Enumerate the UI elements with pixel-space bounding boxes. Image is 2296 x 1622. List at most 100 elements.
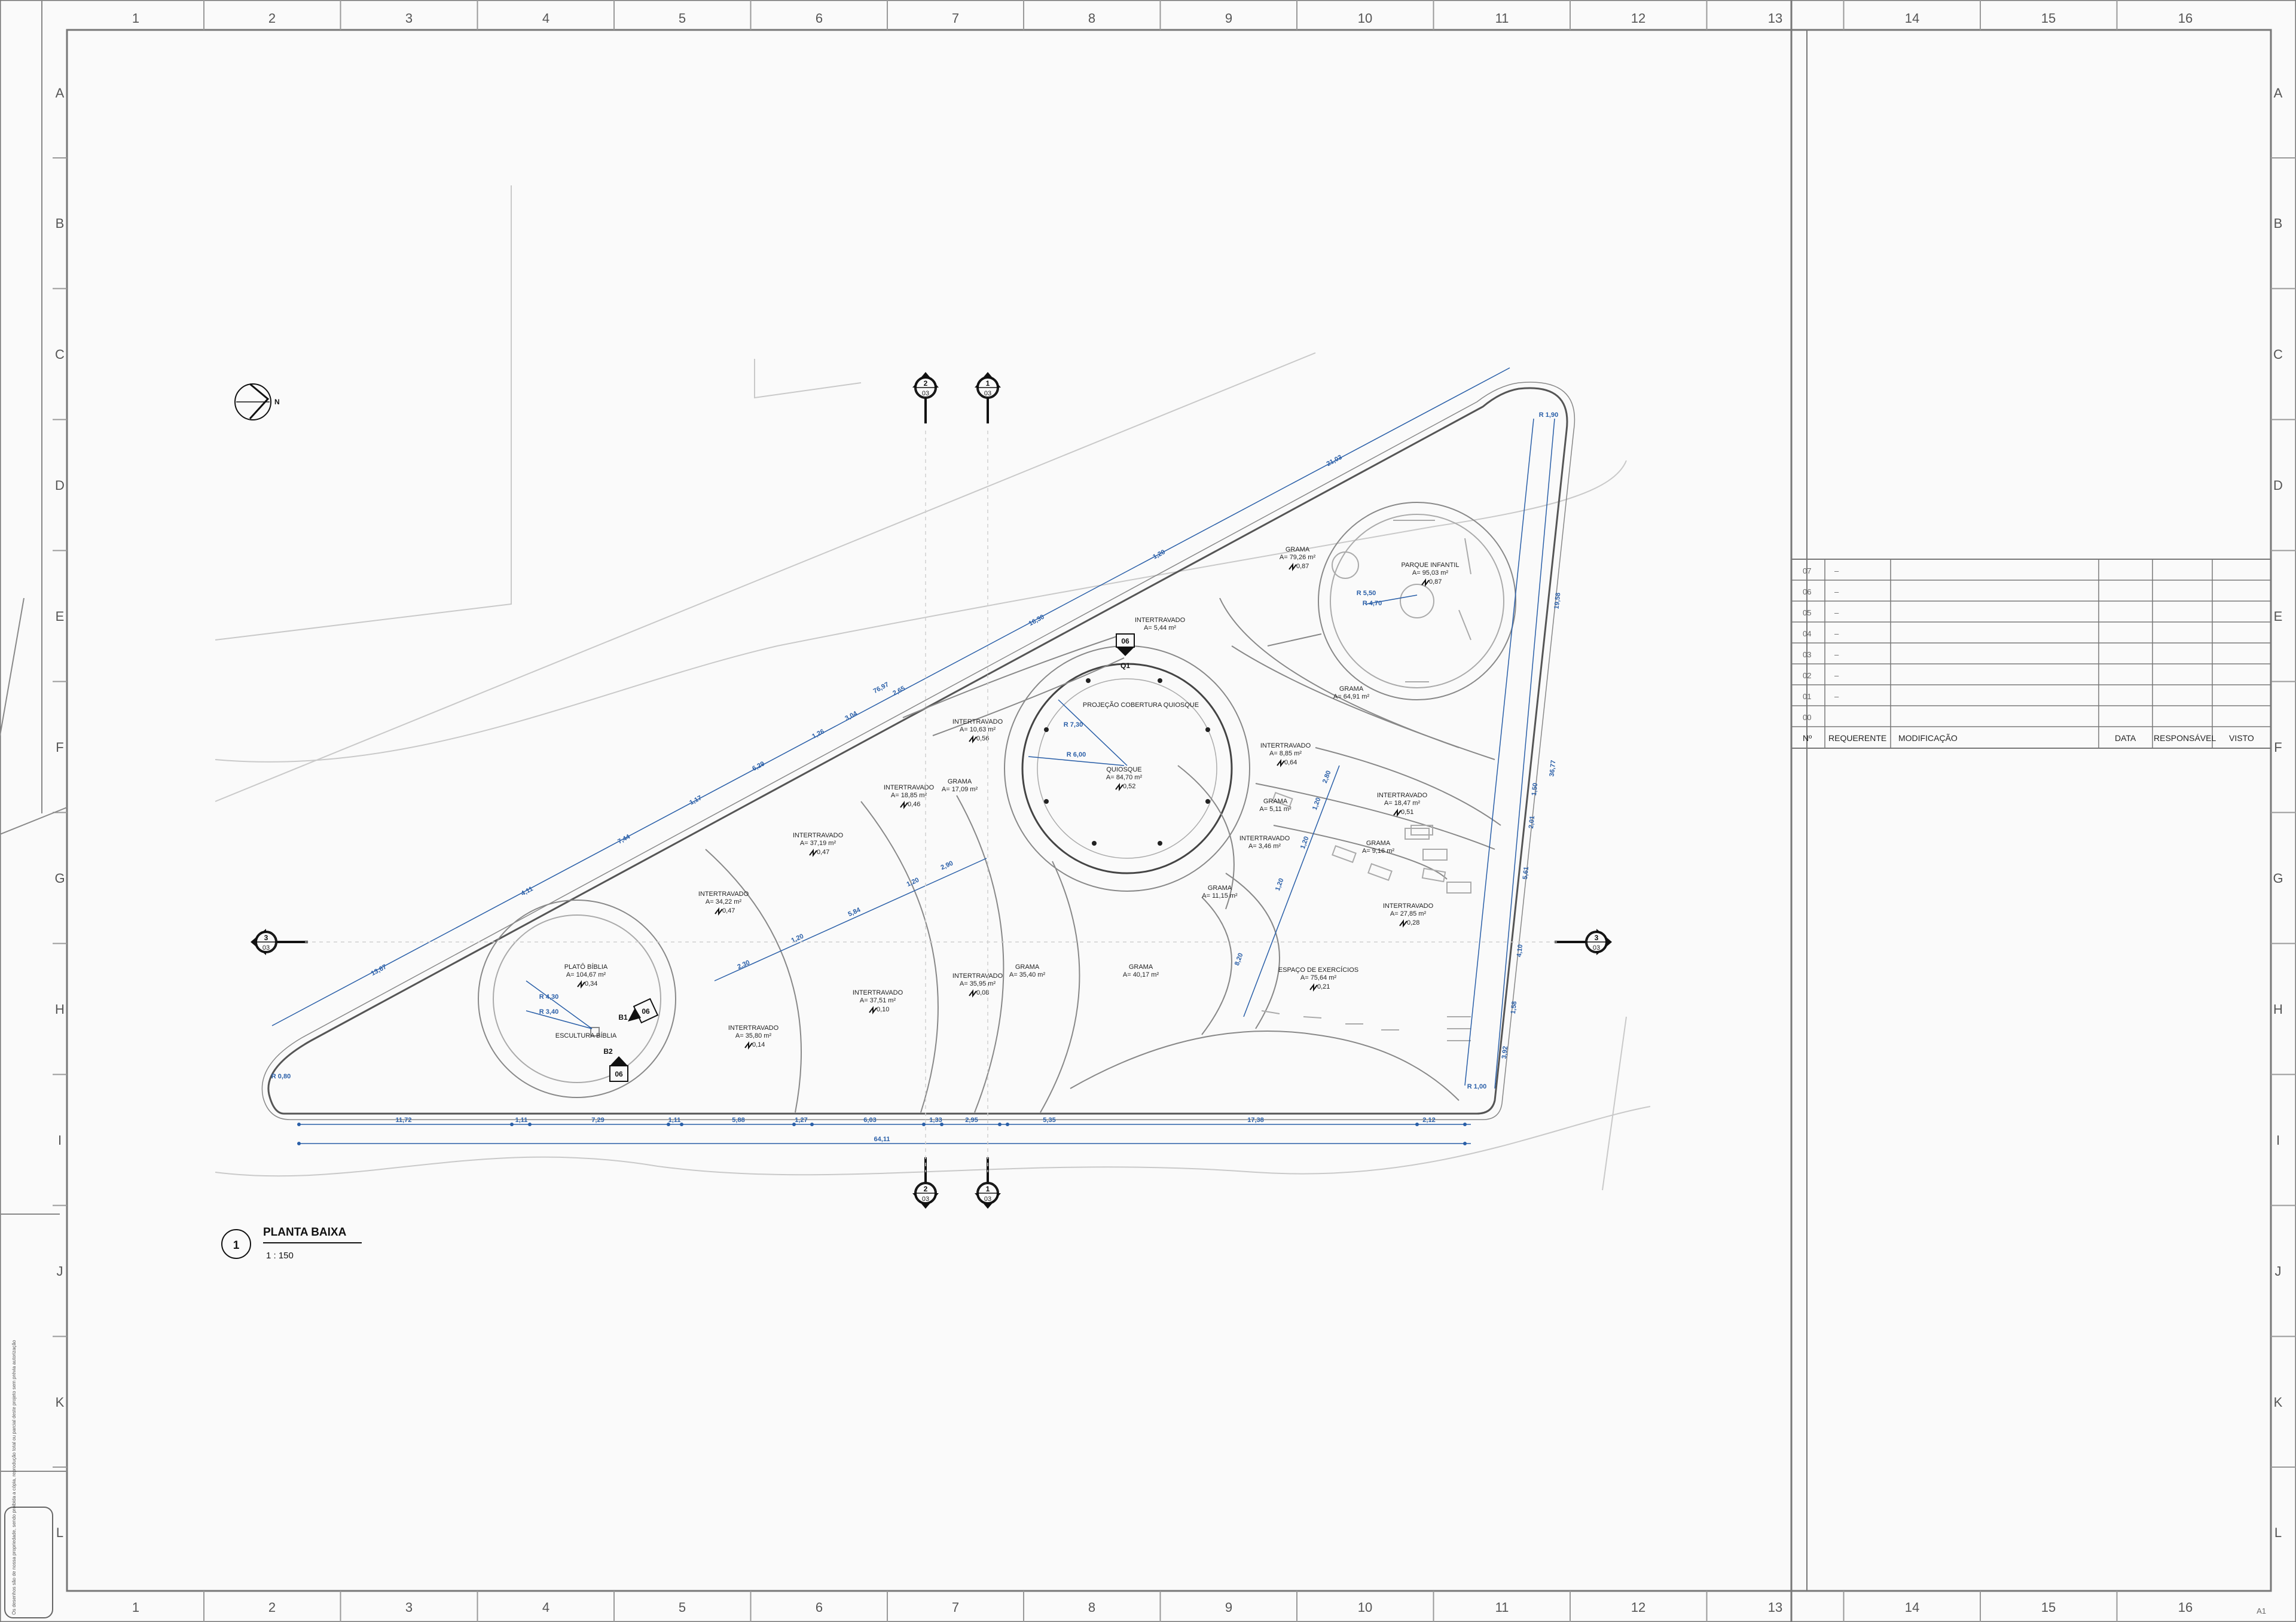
detail-number: 06 xyxy=(615,1070,623,1078)
area-value: A= 9,16 m² xyxy=(1362,847,1394,855)
area-value: A= 17,09 m² xyxy=(942,786,978,793)
level-icon xyxy=(869,1006,877,1014)
area-level: 0,34 xyxy=(585,980,597,987)
section-number: 2 xyxy=(924,1185,928,1193)
area-value: A= 79,26 m² xyxy=(1280,554,1316,561)
revision-number: 02 xyxy=(1803,671,1811,680)
grid-column-label: 15 xyxy=(2041,11,2056,26)
area-name: ESCULTURA BÍBLIA xyxy=(555,1032,617,1039)
level-icon xyxy=(1289,563,1297,571)
context-lines xyxy=(215,185,1651,1191)
section-sheet: 03 xyxy=(1593,944,1600,952)
grid-column-label: 9 xyxy=(1225,1600,1232,1615)
revision-number: 04 xyxy=(1803,629,1811,638)
inner-dimension: 2,80 xyxy=(1321,770,1333,784)
area-value: A= 35,80 m² xyxy=(735,1032,772,1039)
inner-dimension: 1,20 xyxy=(790,932,805,944)
area-value: A= 8,85 m² xyxy=(1269,750,1302,757)
inner-dimension: 5,84 xyxy=(847,906,862,918)
grid-row-ticks xyxy=(53,157,2296,1468)
area-value: A= 5,11 m² xyxy=(1259,806,1292,813)
area-level: 0,64 xyxy=(1284,759,1297,766)
dimension-lines xyxy=(271,367,1555,1144)
dimension-tick xyxy=(297,1142,301,1145)
dimension-tick xyxy=(510,1123,514,1126)
level-icon xyxy=(969,989,977,998)
right-dimension: 2,01 xyxy=(1528,815,1536,829)
section-sheet: 03 xyxy=(262,944,270,952)
diagonal-dimension: 6,29 xyxy=(751,760,766,773)
area-value: A= 5,44 m² xyxy=(1144,624,1176,632)
area-level: 0,08 xyxy=(976,989,989,996)
grid-column-label: 7 xyxy=(952,1600,959,1615)
grid-column-label: 15 xyxy=(2041,1600,2056,1615)
sheet-code: A1 xyxy=(2257,1606,2266,1615)
radius-dimension: R 3,40 xyxy=(539,1008,558,1016)
bottom-dimension: 1,27 xyxy=(795,1117,807,1124)
area-value: A= 104,67 m² xyxy=(566,971,606,978)
area-level: 0,56 xyxy=(976,735,989,742)
grid-column-label: 12 xyxy=(1631,11,1645,26)
grid-column-label: 10 xyxy=(1358,11,1372,26)
grid-column-label: 8 xyxy=(1088,11,1095,26)
grid-row-label: L xyxy=(2274,1525,2282,1540)
dimension-tick xyxy=(940,1123,944,1126)
grid-column-label: 11 xyxy=(1495,1600,1509,1615)
revision-number: 00 xyxy=(1803,713,1811,722)
area-name: PARQUE INFANTIL xyxy=(1402,562,1460,569)
grid-row-label: B xyxy=(56,216,65,231)
diagonal-total-dimension: 76,97 xyxy=(872,681,890,696)
radius-dimension: R 4,70 xyxy=(1363,600,1382,607)
area-level: 0,21 xyxy=(1317,983,1330,990)
bottom-dimension: 17,38 xyxy=(1247,1117,1264,1124)
bottom-dimension: 1,11 xyxy=(515,1117,528,1124)
revision-dash: – xyxy=(1834,629,1839,638)
section-marker: 303 xyxy=(1555,929,1612,955)
level-icon xyxy=(900,801,908,809)
section-number: 3 xyxy=(264,934,268,942)
drawing-scale: 1 : 150 xyxy=(266,1251,294,1261)
right-dimension: 5,61 xyxy=(1522,866,1530,880)
dimension-tick xyxy=(792,1123,796,1126)
area-value: A= 40,17 m² xyxy=(1123,971,1159,978)
right-dimension: 3,92 xyxy=(1501,1045,1509,1059)
plaza-circles xyxy=(478,502,1516,1113)
grid-column-label: 1 xyxy=(132,11,139,26)
level-icon xyxy=(744,1041,753,1050)
area-level: 0,47 xyxy=(722,907,735,914)
inner-dimension: 1,20 xyxy=(1299,836,1311,850)
copyright-note-box: Os desenhos são de nossa propriedade, se… xyxy=(4,1340,53,1618)
north-arrow-icon: N xyxy=(234,383,280,420)
grid-row-label: J xyxy=(2275,1264,2282,1279)
grid-column-label: 4 xyxy=(542,1600,549,1615)
radius-dimension: R 5,50 xyxy=(1357,590,1376,597)
area-name: GRAMA xyxy=(1208,885,1232,892)
dimension-tick xyxy=(667,1123,670,1126)
area-value: A= 84,70 m² xyxy=(1106,774,1143,781)
area-level: 0,87 xyxy=(1429,578,1442,586)
bottom-dimension: 11,72 xyxy=(396,1117,412,1124)
grid-row-label: F xyxy=(2274,740,2282,755)
section-cut-lines xyxy=(305,431,1561,1172)
area-value: A= 35,95 m² xyxy=(960,980,996,987)
grid-row-label: G xyxy=(2273,871,2283,886)
area-name: PLATÔ BÍBLIA xyxy=(564,963,608,971)
inner-dimension: 8,20 xyxy=(1234,952,1245,967)
section-marker: 203 xyxy=(912,1157,939,1209)
area-name: GRAMA xyxy=(1366,840,1391,847)
area-level: 0,46 xyxy=(908,801,920,808)
inner-dimension: 2,90 xyxy=(940,859,954,871)
dimension-tick xyxy=(810,1123,814,1126)
